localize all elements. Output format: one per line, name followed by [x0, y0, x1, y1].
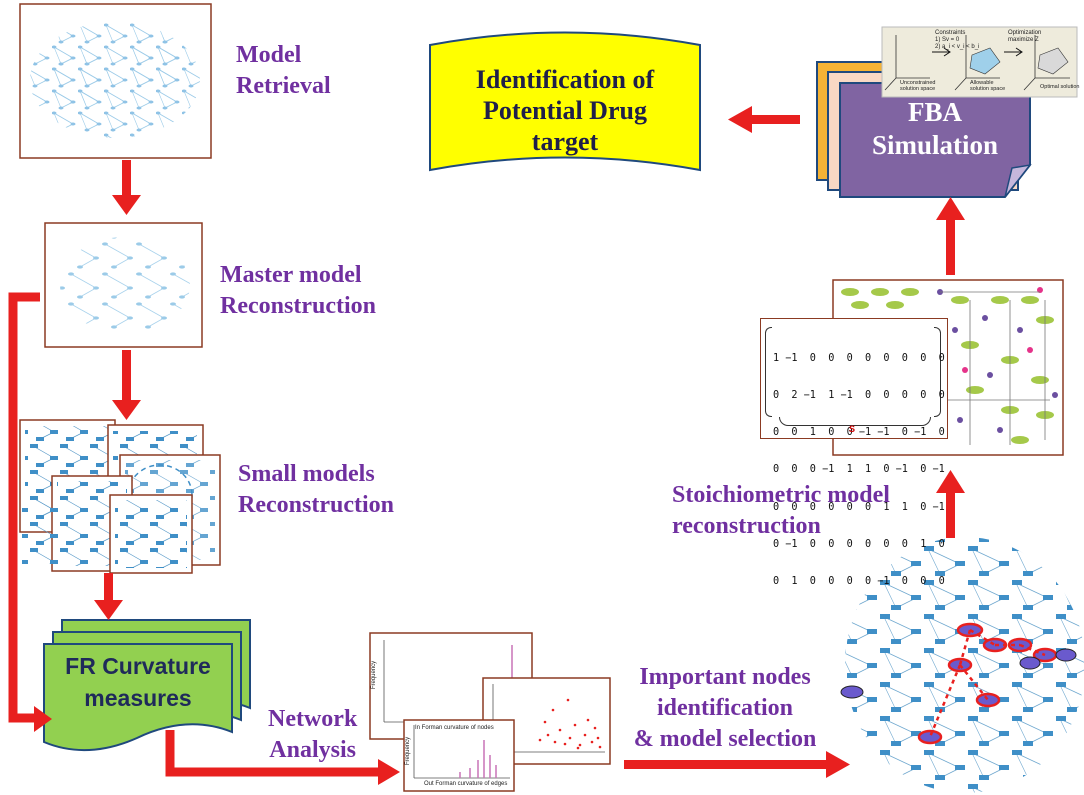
caption-line: Allowable — [970, 80, 994, 86]
matrix-rows: 1 −1 0 0 0 0 0 0 0 0 0 2 −1 1 −1 0 0 0 0… — [773, 328, 945, 613]
caption-line: Optimal solution — [1040, 84, 1080, 90]
label-model-retrieval: Model Retrieval — [236, 40, 331, 102]
label-line: Model — [236, 42, 302, 68]
label-line: FBA — [908, 97, 962, 127]
label-master-model: Master model Reconstruction — [220, 260, 376, 322]
arrow-master-to-small — [122, 350, 131, 402]
fba-solution-panel — [881, 26, 1078, 98]
important-nodes-network — [840, 537, 1084, 793]
arrow-stoich-to-fba — [946, 218, 955, 275]
fba-constraint-line: 1) Sv = 0 — [935, 37, 960, 43]
matrix-bracket-left — [765, 327, 772, 417]
label-line: Network — [268, 706, 358, 732]
matrix-row: 0 2 −1 1 −1 0 0 0 0 0 — [773, 390, 945, 402]
label-line: Retrieval — [236, 73, 331, 99]
label-line: Stoichiometric model — [672, 482, 890, 508]
caption-line: solution space — [900, 86, 936, 92]
fba-optimization-line: maximize Z — [1008, 37, 1039, 43]
small-models-stack — [19, 419, 221, 574]
label-fba-simulation: FBA Simulation — [840, 96, 1030, 162]
arrow-retrieval-to-master — [122, 160, 131, 198]
matrix-row: 1 −1 0 0 0 0 0 0 0 0 — [773, 352, 945, 364]
fba-caption-optimal: Optimal solution — [1040, 84, 1079, 90]
matrix-row: 0 0 1 0 0 −1 −1 0 −1 0 — [773, 427, 945, 439]
label-line: Reconstruction — [220, 293, 376, 319]
matrix-label: S — [849, 424, 856, 434]
label-network-analysis: Network Analysis — [268, 704, 357, 766]
label-line: Master model — [220, 262, 362, 288]
stoichiometric-matrix-box: 1 −1 0 0 0 0 0 0 0 0 0 2 −1 1 −1 0 0 0 0… — [760, 318, 948, 587]
arrow-small-to-fr — [104, 573, 113, 603]
arrows — [8, 106, 965, 785]
label-line: measures — [84, 685, 192, 711]
fba-caption-allowable: Allowable solution space — [970, 80, 1005, 92]
master-model-network — [44, 222, 203, 348]
hist-bottom-xlabel: Out Forman curvature of edges — [424, 781, 508, 787]
label-line: Important nodes — [639, 664, 811, 690]
label-line: identification — [657, 695, 793, 721]
fba-constraint-line: 2) a_i < v_i < b_i — [935, 44, 980, 50]
label-important-nodes: Important nodes identification & model s… — [618, 662, 832, 755]
label-line: target — [531, 127, 599, 156]
label-line: reconstruction — [672, 513, 821, 539]
model-retrieval-network — [19, 3, 212, 159]
label-line: Analysis — [269, 737, 356, 763]
fba-constraint-line: Constraints — [935, 30, 966, 36]
drug-target-banner — [429, 31, 701, 172]
fba-optimization-text: Optimization maximize Z — [1008, 30, 1041, 44]
matrix-row: 0 −1 0 0 0 0 0 0 1 0 — [773, 538, 945, 550]
label-drug-target: Identification of Potential Drug target — [432, 64, 698, 157]
fba-caption-unconstrained: Unconstrained solution space — [900, 80, 935, 92]
arrow-fba-to-target — [748, 115, 800, 124]
hist-top-ylabel: Frequency — [371, 660, 378, 690]
network-analysis-plots — [369, 632, 611, 792]
fr-curvature-shape — [43, 619, 251, 751]
fba-constraints-text: Constraints 1) Sv = 0 2) a_i < v_i < b_i — [935, 30, 979, 51]
matrix-row: 0 0 0 −1 1 1 0 −1 0 −1 — [773, 464, 945, 476]
label-line: & model selection — [633, 726, 817, 752]
label-line: FR Curvature — [65, 653, 211, 679]
label-line: Potential Drug — [483, 96, 647, 125]
label-stoichiometric: Stoichiometric model reconstruction — [672, 480, 890, 542]
label-line: Simulation — [871, 130, 999, 160]
label-line: Small models — [238, 461, 375, 487]
arrow-master-to-fr-loop — [8, 292, 40, 723]
fba-optimization-line: Optimization — [1008, 30, 1042, 36]
caption-line: solution space — [970, 86, 1006, 92]
label-fr-curvature: FR Curvature measures — [46, 650, 230, 714]
arrow-nodes-to-stoich — [946, 490, 955, 538]
label-line: Reconstruction — [238, 492, 394, 518]
arrow-fr-to-analysis — [165, 730, 380, 777]
matrix-row: 0 0 0 0 0 0 1 1 0 −1 — [773, 501, 945, 513]
hist-bottom-ylabel: Frequency — [405, 736, 412, 766]
caption-line: Unconstrained — [900, 80, 936, 86]
matrix-row: 0 1 0 0 0 0 −1 0 0 0 — [773, 576, 945, 588]
arrow-analysis-to-nodes — [624, 760, 830, 769]
label-line: Identification of — [475, 65, 655, 94]
hist-top-xlabel: In Forman curvature of nodes — [415, 725, 494, 731]
label-small-models: Small models Reconstruction — [238, 459, 394, 521]
